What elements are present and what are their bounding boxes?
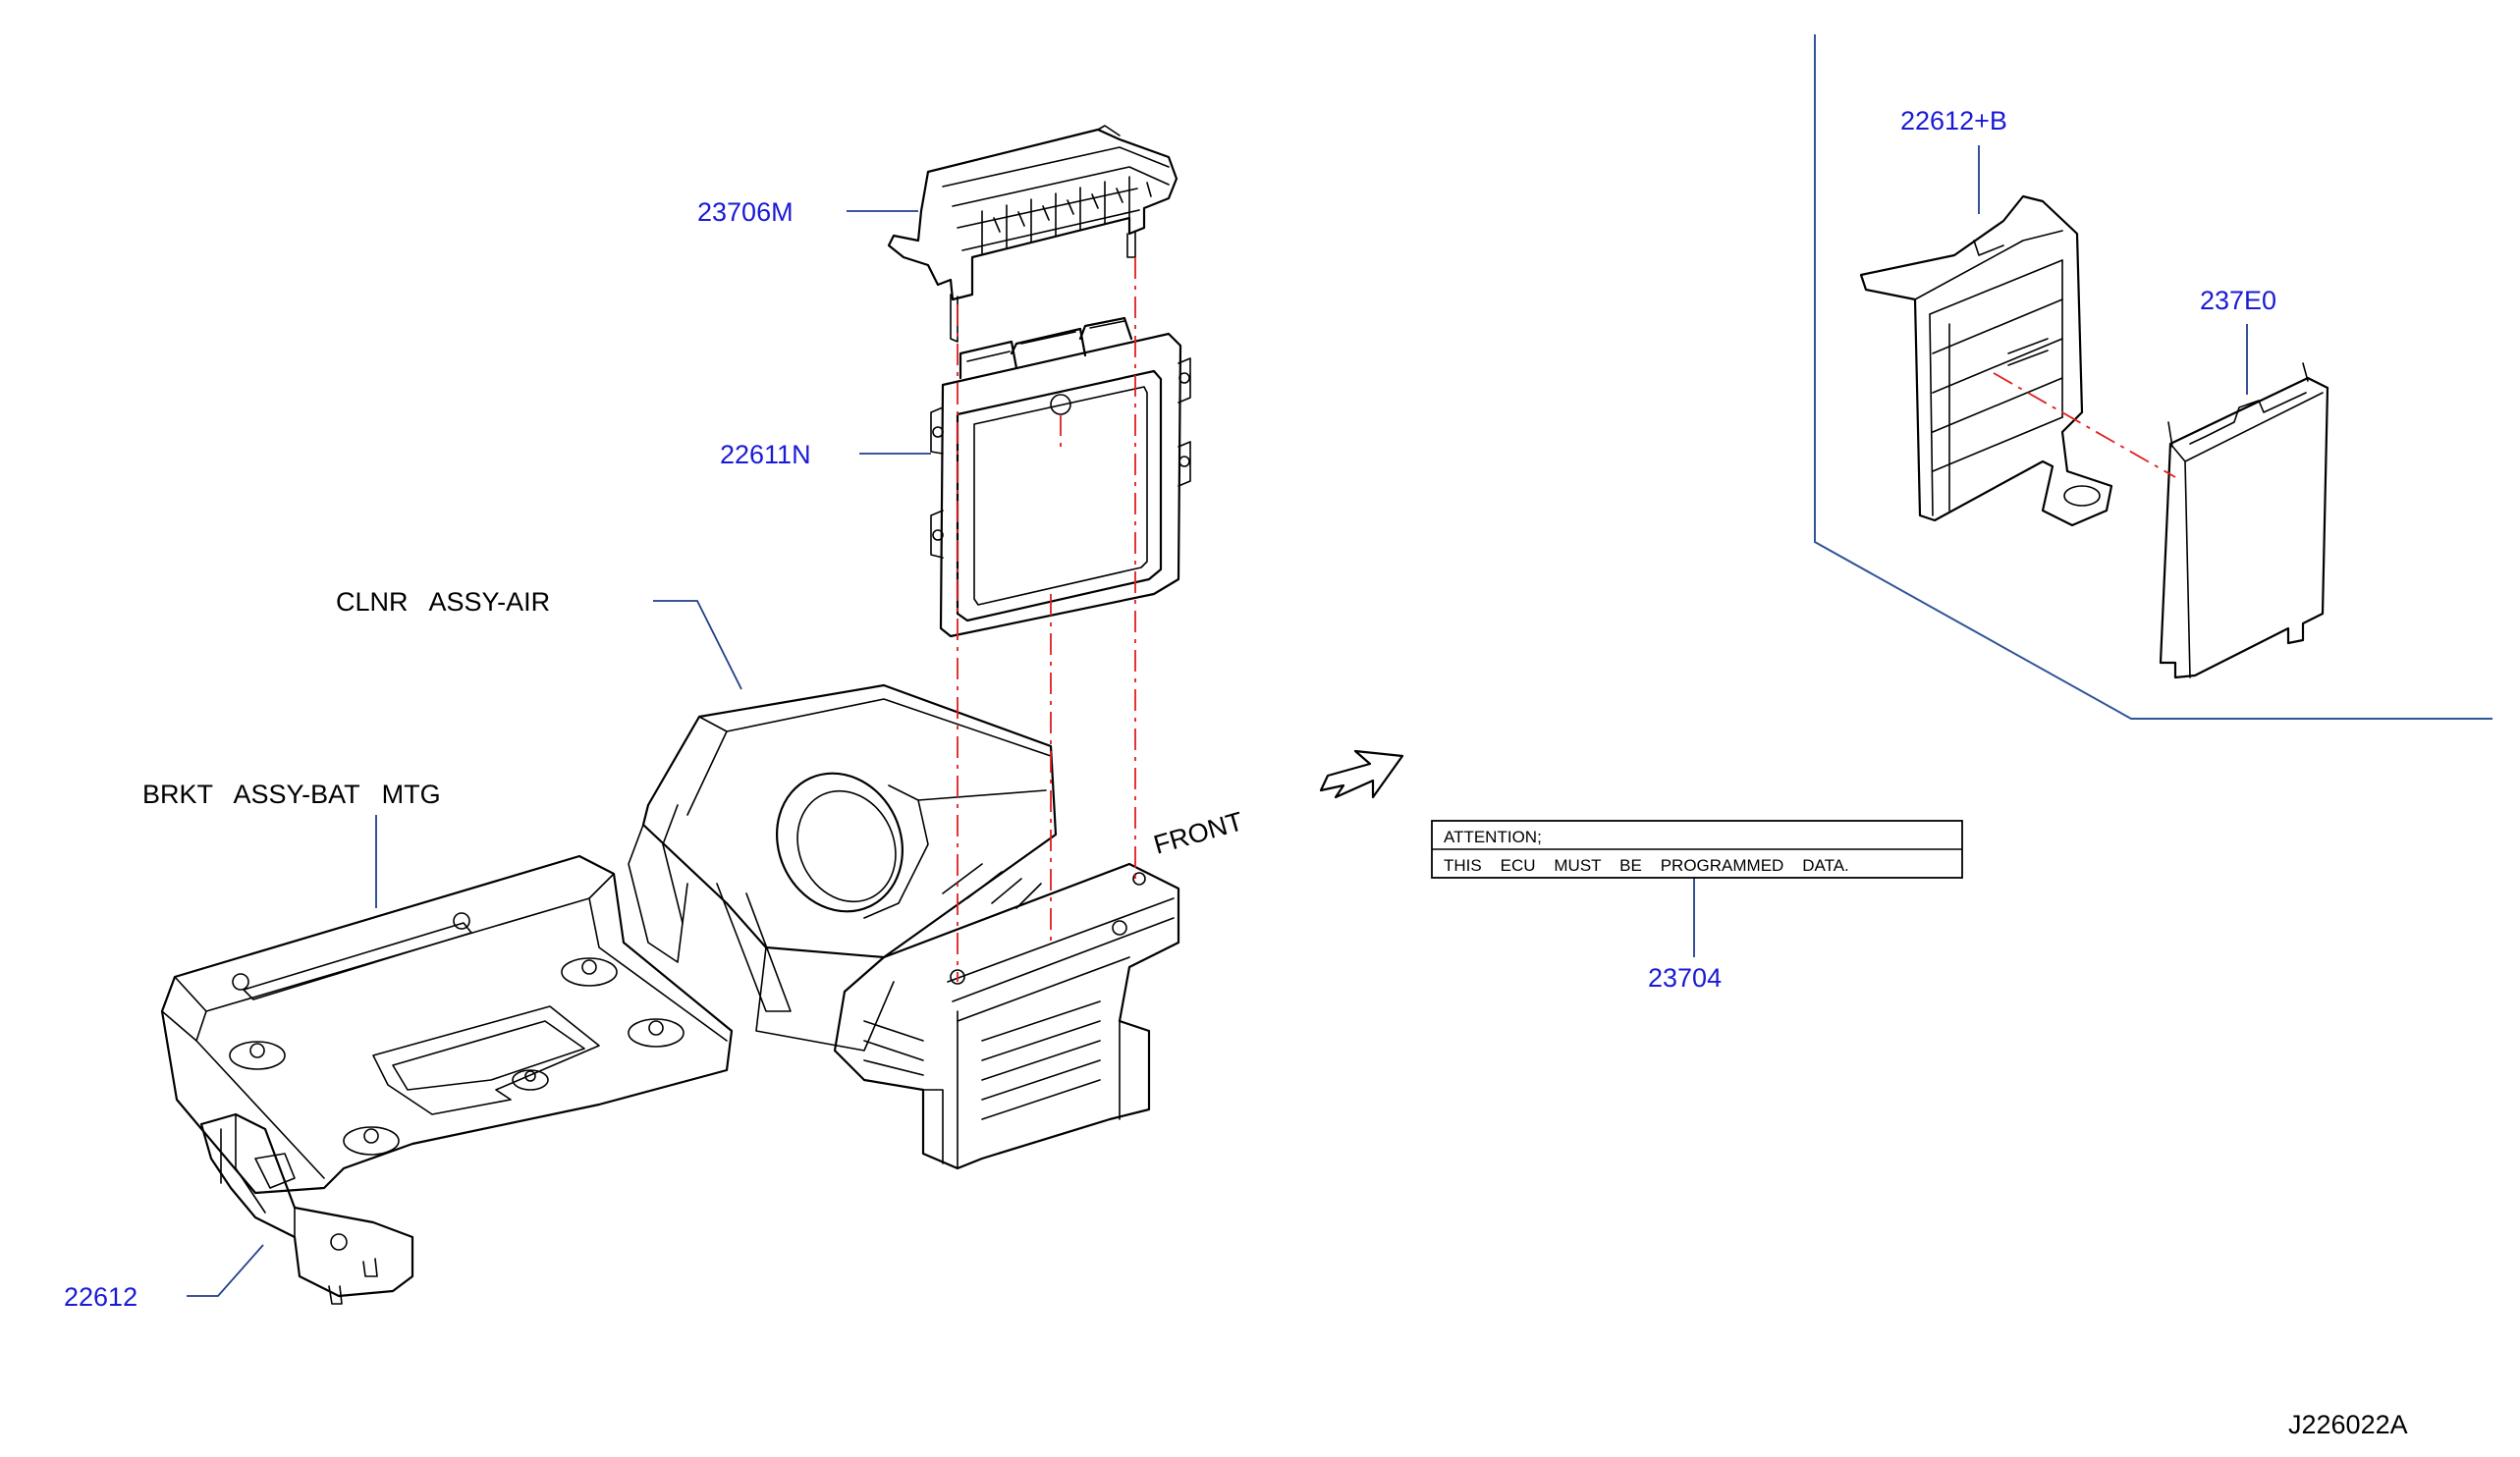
label-air-cleaner: CLNR ASSY-AIR <box>336 587 550 617</box>
air-cleaner-assembly[interactable] <box>628 683 1180 1170</box>
ecu-module[interactable] <box>930 316 1191 638</box>
inset-frame <box>1814 34 2493 720</box>
front-label: FRONT <box>1150 806 1246 859</box>
ecu-programming-notice: ATTENTION; THIS ECU MUST BE PROGRAMMED D… <box>1431 820 1963 879</box>
part-number-23706m[interactable]: 23706M <box>697 197 794 227</box>
ecu-bracket-22612-b[interactable] <box>1859 194 2113 527</box>
leader-lines <box>187 145 2248 1297</box>
diagram-id: J226022A <box>2288 1410 2408 1439</box>
part-number-237e0[interactable]: 237E0 <box>2200 286 2276 315</box>
front-direction-arrow-icon <box>1319 749 1404 799</box>
ecu-connector-cover[interactable] <box>887 125 1178 343</box>
part-number-23704[interactable]: 23704 <box>1648 963 1722 993</box>
alignment-lines <box>957 257 2176 982</box>
notice-line-2: THIS ECU MUST BE PROGRAMMED DATA. <box>1444 856 1849 875</box>
label-battery-bracket: BRKT ASSY-BAT MTG <box>142 780 441 809</box>
battery-mounting-bracket[interactable] <box>160 854 734 1195</box>
ecu-bracket-22612[interactable] <box>199 1112 414 1305</box>
notice-line-1: ATTENTION; <box>1444 828 1542 846</box>
part-number-22612-b[interactable]: 22612+B <box>1900 106 2007 135</box>
part-number-22612[interactable]: 22612 <box>64 1282 137 1312</box>
part-number-22611n[interactable]: 22611N <box>720 440 811 469</box>
ecu-module-237e0[interactable] <box>2159 362 2329 679</box>
